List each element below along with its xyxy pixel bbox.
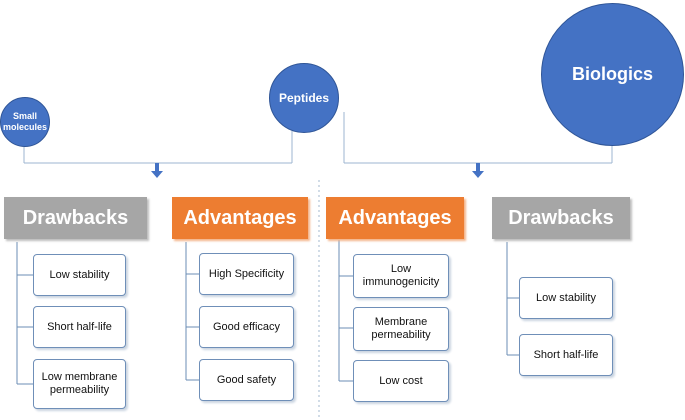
peptide-advantages-header: Advantages [172, 197, 308, 239]
peptide-drawbacks-header: Drawbacks [4, 197, 147, 239]
item-text: Short half-life [47, 320, 112, 333]
biologic-drawback-item: Low stability [519, 277, 613, 319]
biologic-drawbacks-title: Drawbacks [508, 206, 614, 229]
item-text: High Specificity [208, 267, 285, 280]
item-text: Low immunogenicity [362, 263, 440, 288]
biologic-advantage-item: Membrane permeability [353, 307, 449, 351]
biologic-drawbacks-header: Drawbacks [492, 197, 630, 239]
peptide-drawbacks-title: Drawbacks [22, 206, 129, 229]
item-text: Good safety [216, 373, 277, 386]
peptide-drawback-item: Short half-life [33, 306, 126, 348]
item-text: Low membrane permeability [41, 371, 118, 396]
small-molecules-label: Small molecules [2, 111, 48, 132]
peptide-advantage-item: Good efficacy [199, 306, 294, 348]
item-text: Low cost [379, 374, 423, 387]
item-text: Membrane permeability [371, 316, 431, 341]
peptide-drawback-item: Low stability [33, 254, 126, 296]
biologics-node: Biologics [541, 3, 684, 146]
item-text: Low stability [536, 291, 596, 304]
peptide-advantage-item: High Specificity [199, 253, 294, 295]
item-text: Good efficacy [212, 320, 281, 333]
small-molecules-node: Small molecules [0, 97, 50, 147]
biologic-advantage-item: Low immunogenicity [353, 254, 449, 298]
peptide-advantages-title: Advantages [183, 206, 297, 229]
biologic-advantage-item: Low cost [353, 360, 449, 402]
biologics-label: Biologics [571, 64, 653, 84]
biologic-advantages-title: Advantages [338, 206, 452, 229]
peptide-drawback-item: Low membrane permeability [33, 359, 126, 409]
biologic-advantages-header: Advantages [326, 197, 464, 239]
item-text: Low stability [49, 268, 110, 281]
peptides-label: Peptides [278, 91, 329, 105]
peptides-node: Peptides [269, 63, 339, 133]
peptide-advantage-item: Good safety [199, 359, 294, 401]
biologic-drawback-item: Short half-life [519, 334, 613, 376]
item-text: Short half-life [533, 348, 599, 361]
